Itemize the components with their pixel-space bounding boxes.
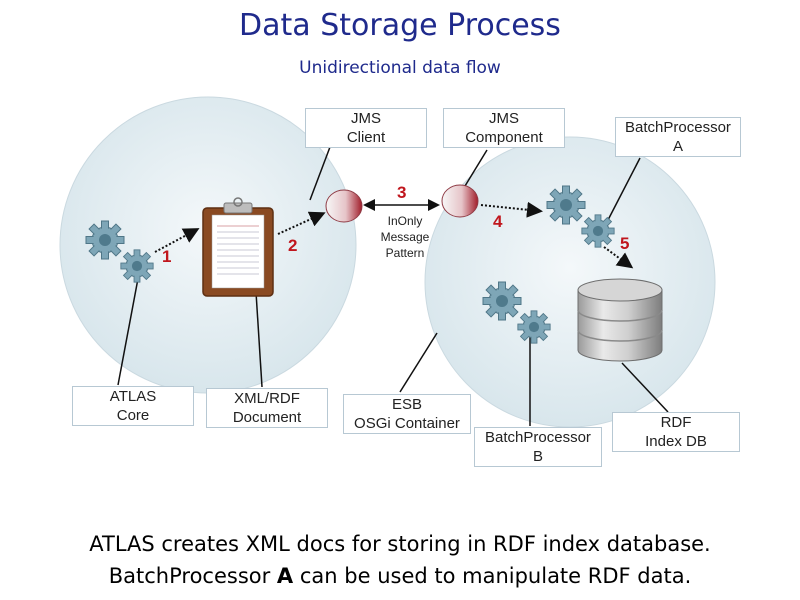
label-jms-component: JMS Component — [443, 108, 565, 148]
flow-arrow-5 — [603, 246, 634, 269]
flow-arrow-4 — [480, 201, 543, 218]
caption-line-2: BatchProcessor A can be used to manipula… — [108, 564, 692, 588]
jms-component-connector — [464, 149, 488, 187]
gear-icon — [581, 214, 615, 248]
label-xml-rdf-document: XML/RDF Document — [206, 388, 328, 428]
label-jms-client: JMS Client — [305, 108, 427, 148]
gear-icon — [120, 249, 154, 283]
label-batchprocessor-a: BatchProcessor A — [615, 117, 741, 157]
esb-connector — [399, 332, 438, 393]
page-title: Data Storage Process — [239, 8, 561, 43]
jms-component-endpoint — [441, 184, 479, 218]
jms-client-endpoint — [325, 189, 363, 223]
atlas-core-connector — [117, 267, 141, 386]
clipboard-icon — [202, 197, 274, 297]
gear-icon — [517, 310, 551, 344]
batch-a-connector — [607, 157, 641, 221]
step-number-3: 3 — [397, 183, 407, 202]
step-number-1: 1 — [162, 247, 172, 266]
gear-icon — [546, 185, 586, 225]
xml-document-connector — [255, 291, 263, 388]
gear-icon — [85, 220, 125, 260]
message-pattern-text: InOnly Message Pattern — [380, 214, 430, 260]
flow-arrow-2 — [277, 211, 326, 235]
step-number-2: 2 — [288, 236, 298, 255]
rdf-db-connector — [621, 362, 669, 413]
label-rdf-index-db: RDF Index DB — [612, 412, 740, 452]
page-subtitle: Unidirectional data flow — [299, 58, 501, 78]
database-icon — [577, 278, 663, 362]
label-esb-container: ESB OSGi Container — [343, 394, 471, 434]
jms-client-connector — [309, 146, 331, 201]
caption-line-1: ATLAS creates XML docs for storing in RD… — [89, 532, 711, 556]
step-number-5: 5 — [620, 234, 630, 253]
step-number-4: 4 — [493, 212, 503, 231]
label-batchprocessor-b: BatchProcessor B — [474, 427, 602, 467]
gear-icon — [482, 281, 522, 321]
caption-emphasis: A — [276, 564, 294, 588]
label-atlas-core: ATLAS Core — [72, 386, 194, 426]
